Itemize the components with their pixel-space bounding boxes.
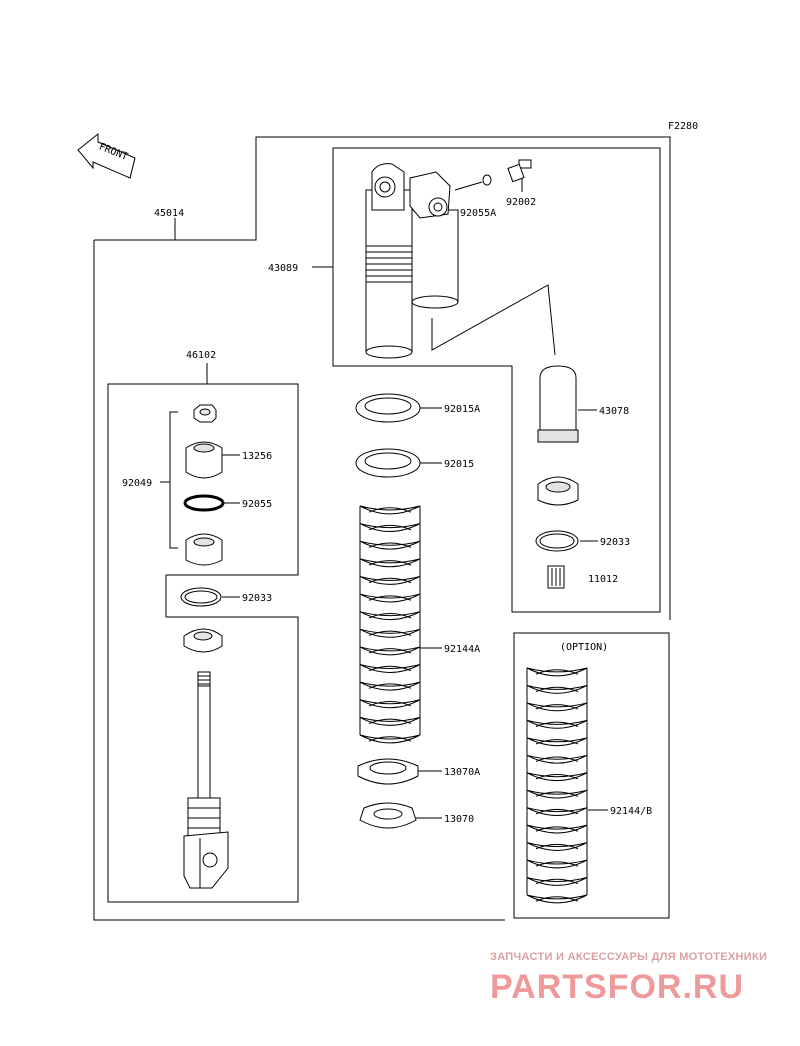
label-45014: 45014	[154, 208, 184, 219]
label-92144B: 92144/B	[610, 806, 652, 817]
label-92144A: 92144A	[444, 644, 480, 655]
shock-body-icon	[365, 163, 459, 359]
reservoir-box	[332, 147, 661, 613]
locknut-icon	[355, 448, 421, 478]
bushing-icon	[185, 441, 223, 479]
locknut-a-icon	[355, 393, 421, 423]
label-92015: 92015	[444, 459, 474, 470]
watermark-tagline: ЗАПЧАСТИ И АКСЕССУАРЫ ДЛЯ МОТОТЕХНИКИ	[490, 951, 767, 963]
label-43078: 43078	[599, 406, 629, 417]
label-13070: 13070	[444, 814, 474, 825]
diagram-code: F2280	[668, 121, 698, 132]
piston-rod-icon	[183, 628, 229, 889]
spring-option-icon	[526, 667, 588, 904]
label-92033-left: 92033	[242, 593, 272, 604]
valve-icon	[185, 533, 223, 566]
oring-icon	[183, 494, 225, 512]
guide-line	[431, 284, 556, 356]
circlip-left-icon	[180, 587, 222, 607]
piston-assy-box	[107, 383, 299, 903]
label-46102: 46102	[186, 350, 216, 361]
collar-icon	[547, 565, 565, 589]
spring-guide-icon	[359, 802, 417, 829]
circlip-right-icon	[535, 530, 579, 552]
label-92049: 92049	[122, 478, 152, 489]
nut-icon	[193, 404, 217, 423]
label-43089: 43089	[268, 263, 298, 274]
spring-icon	[359, 505, 421, 744]
reservoir-cap-icon	[537, 476, 579, 506]
label-92002: 92002	[506, 197, 536, 208]
option-label: (OPTION)	[560, 642, 608, 653]
option-box	[513, 632, 670, 919]
label-92015A: 92015A	[444, 404, 480, 415]
oring-small-icon	[482, 174, 492, 186]
bladder-icon	[537, 365, 579, 443]
spring-guide-a-icon	[357, 758, 419, 785]
front-arrow-icon: FRONT	[77, 132, 136, 179]
label-92055A: 92055A	[460, 208, 496, 219]
label-11012: 11012	[588, 574, 618, 585]
label-92055: 92055	[242, 499, 272, 510]
bolt-icon	[507, 159, 532, 183]
label-13070A: 13070A	[444, 767, 480, 778]
label-13256: 13256	[242, 451, 272, 462]
label-92033-right: 92033	[600, 537, 630, 548]
watermark-brand: PARTSFOR.RU	[490, 968, 744, 1006]
